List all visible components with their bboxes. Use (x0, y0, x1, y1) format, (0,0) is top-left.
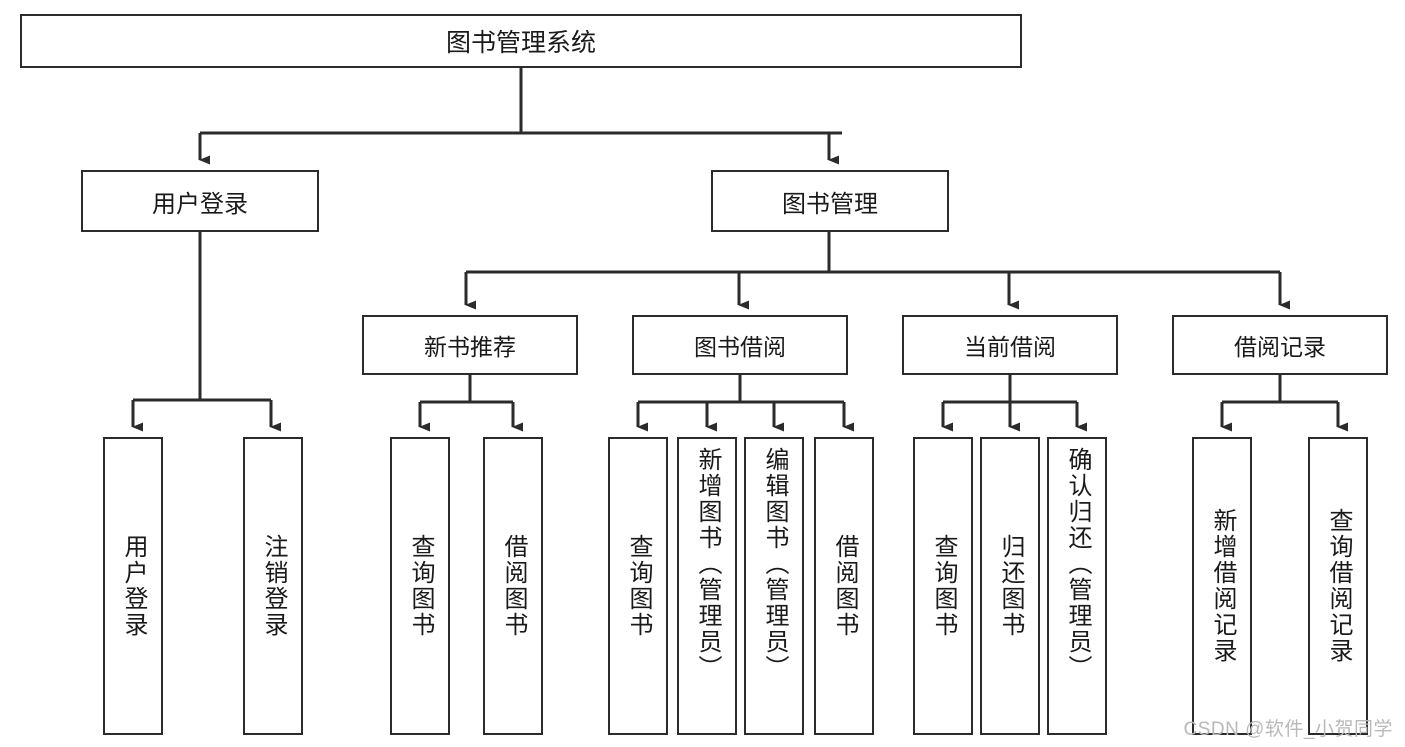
leaf-inner: 借阅图书 (816, 439, 872, 733)
node-leaf-query-book-1-label: 查询图书 (406, 534, 434, 638)
node-leaf-confirm-return-admin[interactable]: 确认归还（管理员） (1047, 437, 1107, 735)
node-book-borrow[interactable]: 图书借阅 (632, 315, 848, 375)
node-borrow-record-label: 借阅记录 (1234, 334, 1326, 360)
node-root-label: 图书管理系统 (445, 29, 596, 57)
node-new-book-recommend-label: 新书推荐 (424, 334, 516, 360)
node-leaf-query-book-3[interactable]: 查询图书 (913, 437, 973, 735)
node-root[interactable]: 图书管理系统 (20, 14, 1022, 68)
node-book-borrow-label: 图书借阅 (694, 334, 786, 360)
csdn-watermark: CSDN @软件_小贺同学 (1183, 719, 1393, 740)
node-current-borrow-label: 当前借阅 (964, 334, 1056, 360)
node-leaf-borrow-book-1[interactable]: 借阅图书 (483, 437, 543, 735)
leaf-inner: 查询图书 (610, 439, 666, 733)
leaf-inner: 查询借阅记录 (1310, 439, 1366, 733)
leaf-inner: 查询图书 (392, 439, 448, 733)
node-book-manage[interactable]: 图书管理 (711, 170, 949, 232)
leaf-inner: 借阅图书 (485, 439, 541, 733)
node-borrow-record[interactable]: 借阅记录 (1172, 315, 1388, 375)
node-leaf-add-borrow-record-label: 新增借阅记录 (1208, 508, 1236, 664)
node-leaf-borrow-book-2-label: 借阅图书 (830, 534, 858, 638)
leaf-inner: 新增借阅记录 (1194, 439, 1250, 733)
node-leaf-add-book-admin-label: 新增图书（管理员） (693, 447, 721, 681)
leaf-inner: 确认归还（管理员） (1049, 439, 1105, 741)
node-leaf-user-login-label: 用户登录 (119, 534, 147, 638)
node-leaf-query-borrow-record-label: 查询借阅记录 (1324, 508, 1352, 664)
node-leaf-edit-book-admin-label: 编辑图书（管理员） (760, 447, 788, 681)
node-leaf-user-login[interactable]: 用户登录 (103, 437, 163, 735)
node-leaf-edit-book-admin[interactable]: 编辑图书（管理员） (744, 437, 804, 735)
node-user-login[interactable]: 用户登录 (81, 170, 319, 232)
node-leaf-add-borrow-record[interactable]: 新增借阅记录 (1192, 437, 1252, 735)
node-leaf-user-logout[interactable]: 注销登录 (243, 437, 303, 735)
leaf-inner: 编辑图书（管理员） (746, 439, 802, 741)
node-leaf-return-book-label: 归还图书 (996, 534, 1024, 638)
node-leaf-return-book[interactable]: 归还图书 (980, 437, 1040, 735)
node-leaf-query-book-1[interactable]: 查询图书 (390, 437, 450, 735)
node-leaf-borrow-book-2[interactable]: 借阅图书 (814, 437, 874, 735)
node-current-borrow[interactable]: 当前借阅 (902, 315, 1118, 375)
node-leaf-query-book-2[interactable]: 查询图书 (608, 437, 668, 735)
node-leaf-query-book-3-label: 查询图书 (929, 534, 957, 638)
node-leaf-borrow-book-1-label: 借阅图书 (499, 534, 527, 638)
leaf-inner: 新增图书（管理员） (679, 439, 735, 741)
node-user-login-label: 用户登录 (152, 190, 248, 218)
node-leaf-query-borrow-record[interactable]: 查询借阅记录 (1308, 437, 1368, 735)
node-book-manage-label: 图书管理 (782, 190, 878, 218)
leaf-inner: 归还图书 (982, 439, 1038, 733)
node-new-book-recommend[interactable]: 新书推荐 (362, 315, 578, 375)
leaf-inner: 注销登录 (245, 439, 301, 733)
node-leaf-add-book-admin[interactable]: 新增图书（管理员） (677, 437, 737, 735)
leaf-inner: 用户登录 (105, 439, 161, 733)
node-leaf-user-logout-label: 注销登录 (259, 534, 287, 638)
node-leaf-confirm-return-admin-label: 确认归还（管理员） (1063, 447, 1091, 681)
node-leaf-query-book-2-label: 查询图书 (624, 534, 652, 638)
leaf-inner: 查询图书 (915, 439, 971, 733)
